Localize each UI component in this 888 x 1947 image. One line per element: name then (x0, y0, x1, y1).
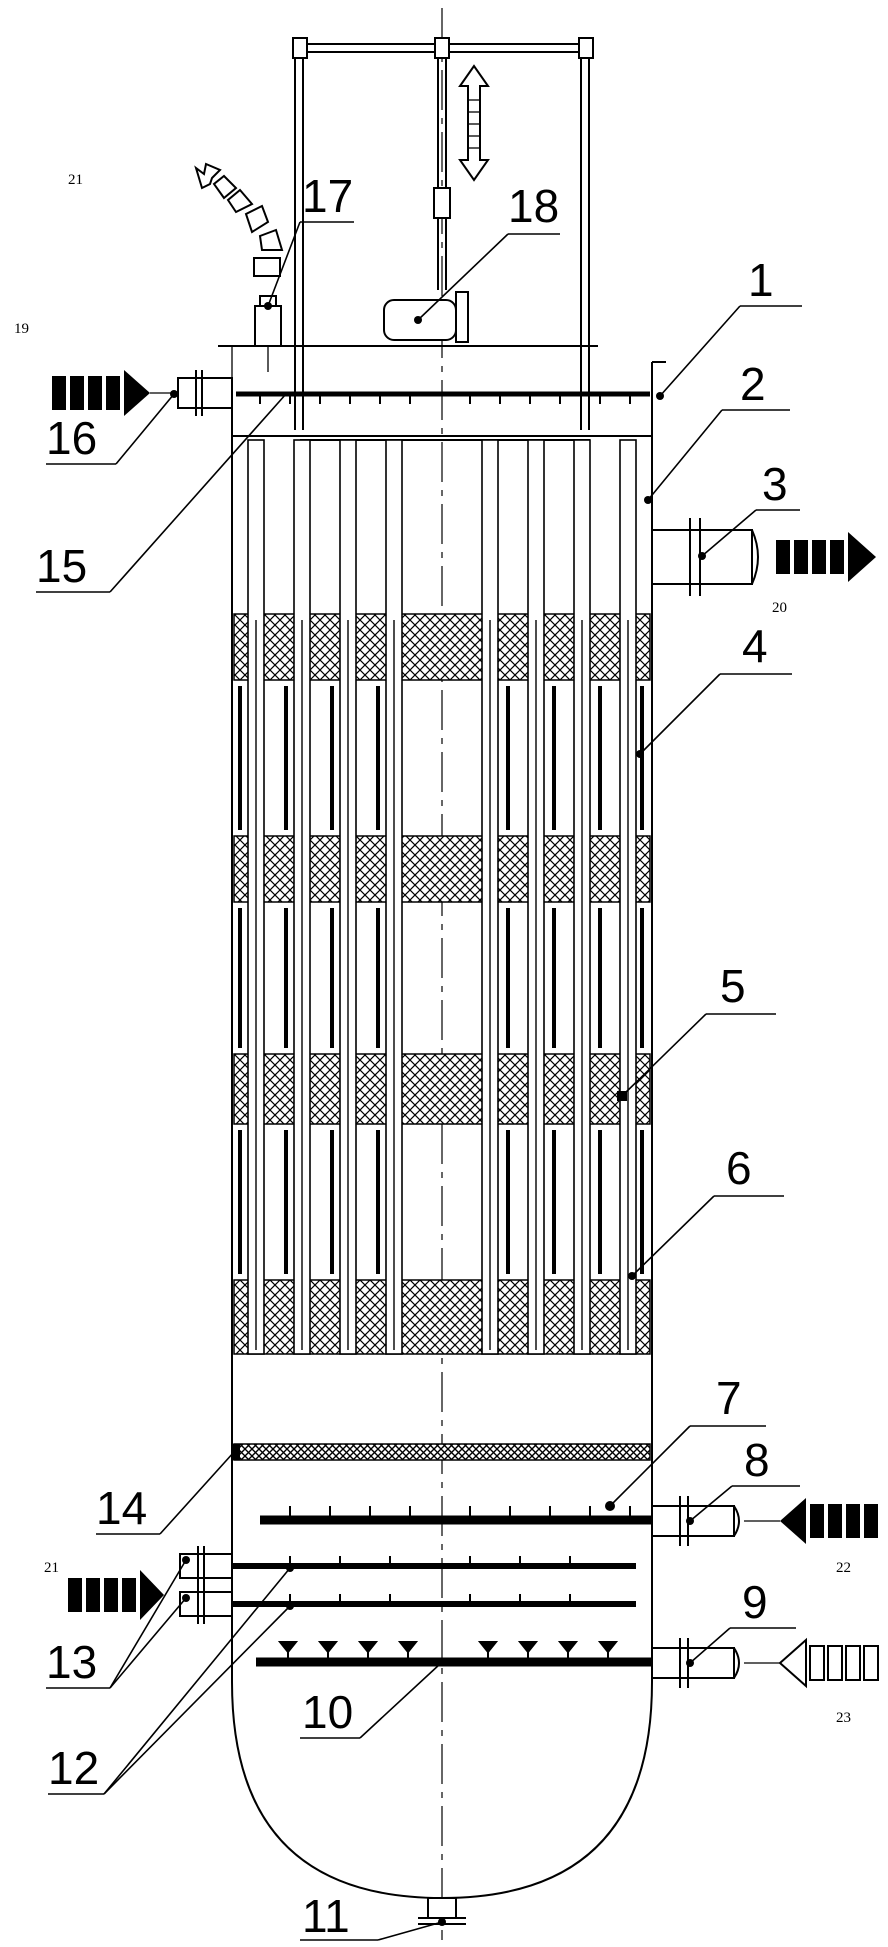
leader-dots (170, 302, 706, 1926)
lifting-frame (292, 37, 594, 430)
flow-label-22: 22 (836, 1560, 851, 1576)
support-screen (233, 1443, 651, 1461)
flow-label-21-left: 21 (44, 1560, 59, 1576)
callout-3: 3 (762, 458, 788, 510)
distributor-pipe-10 (256, 1641, 652, 1667)
callout-6: 6 (726, 1142, 752, 1194)
callout-12: 12 (48, 1742, 99, 1794)
distributor-pipe-12-upper (232, 1556, 636, 1569)
inlet-arrow-icon (52, 370, 178, 416)
callout-17: 17 (302, 170, 353, 222)
callout-15: 15 (36, 540, 87, 592)
up-down-arrow-icon (458, 64, 490, 182)
callout-4: 4 (742, 620, 768, 672)
leader-lines (36, 221, 802, 1941)
callout-16: 16 (46, 412, 97, 464)
callout-7: 7 (716, 1372, 742, 1424)
top-cover-plate (218, 345, 598, 378)
spray-distributor (236, 391, 650, 404)
flow-label-23: 23 (836, 1710, 851, 1726)
outlet-arrow-icon (776, 532, 876, 582)
callout-2: 2 (740, 358, 766, 410)
drive-motor (383, 291, 469, 343)
support-screen-edge (232, 1444, 240, 1460)
callout-13: 13 (46, 1636, 97, 1688)
callout-9: 9 (742, 1576, 768, 1628)
flow-label-21-top: 21 (68, 172, 83, 188)
inlet-nozzle-8 (651, 1496, 740, 1546)
distributor-pipe-12-lower (232, 1594, 636, 1607)
inlet-nozzle-16 (177, 370, 233, 416)
distributor-pipe-7 (260, 1506, 652, 1525)
callout-5: 5 (720, 960, 746, 1012)
inlet-arrow-22-icon (744, 1498, 878, 1544)
callout-18: 18 (508, 180, 559, 232)
inlet-arrow-23-icon (744, 1637, 879, 1689)
callout-1: 1 (748, 254, 774, 306)
callout-10: 10 (302, 1686, 353, 1738)
flow-label-19: 19 (14, 321, 29, 337)
vent-out-arrow-icon (194, 162, 284, 277)
callout-8: 8 (744, 1434, 770, 1486)
inlet-arrow-21-icon (68, 1570, 164, 1620)
flow-label-20: 20 (772, 600, 787, 616)
callout-11: 11 (302, 1890, 350, 1942)
tube-bundle (238, 439, 644, 1355)
callout-14: 14 (96, 1482, 147, 1534)
inlet-nozzle-9 (651, 1638, 740, 1688)
